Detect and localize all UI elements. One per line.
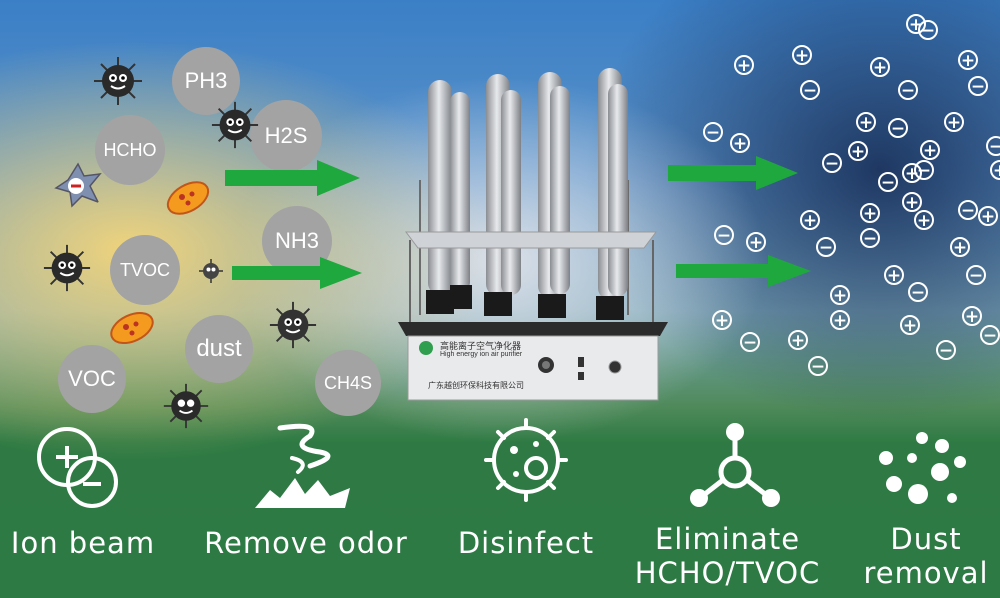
negative-ion-icon: − [816,237,836,258]
pollutant-bubble-tvoc: TVOC [110,235,180,305]
negative-ion-icon: − [860,228,880,249]
negative-ion-icon: − [918,20,938,41]
negative-ion-icon: − [714,225,734,246]
positive-ion-icon: + [830,310,850,331]
negative-ion-icon: − [936,340,956,361]
disinfect-icon [484,418,568,502]
feature-label-ion-beam: Ion beam [10,526,156,560]
negative-ion-icon: − [968,76,988,97]
positive-ion-icon: + [830,285,850,306]
negative-ion-icon: − [740,332,760,353]
pollutant-label: dust [196,335,242,362]
positive-ion-icon: + [914,210,934,231]
pollutant-bubble-ch4s: CH4S [315,350,381,416]
negative-ion-icon: − [898,80,918,101]
positive-ion-icon: + [884,265,904,286]
positive-ion-icon: + [950,237,970,258]
virus-icon [199,259,223,283]
ion-air-purifier-device: 高能离子空气净化器 High energy ion air purifier 广… [398,60,668,405]
feature-label-remove-odor: Remove odor [204,526,408,560]
negative-ion-icon: − [980,325,1000,346]
arrow-right-icon [668,156,798,190]
positive-ion-icon: + [712,310,732,331]
positive-ion-icon: + [920,140,940,161]
positive-ion-icon: + [860,203,880,224]
arrow-right-icon [225,160,360,196]
negative-ion-icon: − [966,265,986,286]
virus-icon [163,383,209,429]
pollutant-bubble-hcho: HCHO [95,115,165,185]
negative-ion-icon: − [908,282,928,303]
positive-ion-icon: + [870,57,890,78]
virus-icon [94,57,142,105]
negative-ion-icon: − [703,122,723,143]
negative-ion-icon: − [800,80,820,101]
pollutant-bubble-dust: dust [185,315,253,383]
positive-ion-icon: + [734,55,754,76]
negative-ion-icon: − [986,136,1000,157]
pollutant-label: TVOC [119,259,170,280]
pollutant-label: VOC [68,366,116,391]
positive-ion-icon: + [788,330,808,351]
negative-ion-icon: − [808,356,828,377]
ion-beam-icon [37,427,118,508]
germ-icon [54,162,102,208]
device-name-en: High energy ion air purifier [440,351,523,358]
negative-ion-icon: − [958,200,978,221]
feature-label-line: Dust [890,522,962,556]
feature-label-line: HCHO/TVOC [634,556,821,590]
pollutant-label: CH4S [323,372,372,393]
positive-ion-icon: + [944,112,964,133]
positive-ion-icon: + [792,45,812,66]
positive-ion-icon: + [856,112,876,133]
positive-ion-icon: + [958,50,978,71]
virus-icon [269,301,317,349]
bacteria-icon [110,311,154,345]
negative-ion-icon: − [888,118,908,139]
feature-label-line: Eliminate [654,522,801,556]
bacteria-icon [166,181,210,215]
dust-particles-icon [879,432,966,504]
negative-ion-icon: − [822,153,842,174]
pollutant-bubble-ph3: PH3 [172,47,240,115]
molecule-icon [690,423,780,507]
purifier-illustration [398,68,668,401]
device-name-cn: 高能离子空气净化器 [440,342,522,352]
pollutant-bubble-h2s: H2S [250,100,322,172]
pollutant-label: NH3 [274,228,319,253]
feature-label-line: removal [863,556,989,590]
positive-ion-icon: + [800,210,820,231]
pollutant-label: PH3 [184,68,228,93]
positive-ion-icon: + [990,160,1000,181]
positive-ion-icon: + [962,306,982,327]
arrow-right-icon [232,257,362,289]
pollutant-label: H2S [264,123,308,148]
pollutant-bubble-voc: VOC [58,345,126,413]
positive-ion-icon: + [848,141,868,162]
positive-ion-icon: + [900,315,920,336]
feature-label-disinfect: Disinfect [457,526,595,560]
remove-odor-icon [255,423,350,508]
arrow-right-icon [676,255,811,287]
virus-icon [43,244,91,292]
company-name: 广东越创环保科技有限公司 [428,381,524,390]
pollutant-label: HCHO [103,139,157,160]
virus-icon [211,101,259,149]
positive-ion-icon: + [978,206,998,227]
positive-ion-icon: + [730,133,750,154]
negative-ion-icon: − [914,160,934,181]
negative-ion-icon: − [878,172,898,193]
positive-ion-icon: + [902,192,922,213]
positive-ion-icon: + [746,232,766,253]
